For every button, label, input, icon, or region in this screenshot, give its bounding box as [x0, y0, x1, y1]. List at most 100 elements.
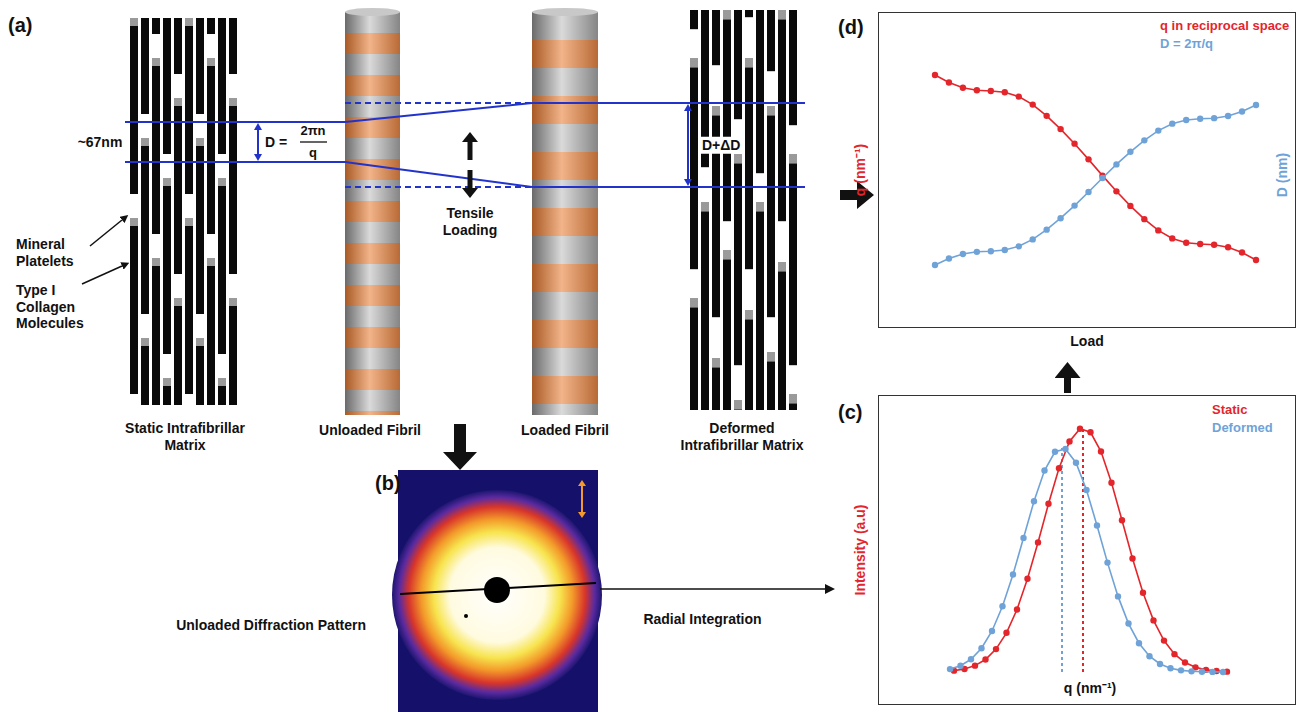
series-point: [1083, 487, 1089, 493]
fibril-band: [532, 404, 598, 415]
block-arrow: [443, 424, 477, 470]
fibril-band: [345, 138, 400, 159]
mineral-platelet: [789, 394, 797, 404]
part-label: Mineral Platelets: [16, 236, 94, 269]
diffraction-ring: [392, 490, 602, 700]
series-point: [1016, 93, 1022, 99]
series-point: [946, 255, 952, 261]
series-point: [1085, 156, 1091, 162]
axis-label: q (nm⁻¹): [1064, 680, 1116, 697]
series-point: [932, 72, 938, 78]
mineral-platelet: [690, 298, 698, 308]
mineral-platelet: [218, 178, 226, 186]
collagen-molecule: [701, 202, 709, 410]
series-point: [1127, 149, 1133, 155]
series-point: [1136, 640, 1142, 646]
collagen-matrix: [130, 18, 237, 405]
fibril-band: [532, 152, 598, 180]
dimension-label: D+ΔD: [700, 137, 742, 154]
series-point: [1057, 126, 1063, 132]
mineral-platelet: [207, 58, 215, 66]
mineral-platelet: [152, 258, 160, 266]
fibril-band: [532, 40, 598, 68]
series-point: [1016, 243, 1022, 249]
series-point: [1155, 227, 1161, 233]
series-point: [1167, 665, 1173, 671]
series-point: [1029, 236, 1035, 242]
mineral-platelet: [207, 258, 215, 266]
mineral-platelet: [778, 262, 786, 272]
fibril-band: [345, 390, 400, 411]
caption-label: Deformed Intrafibrillar Matrix: [672, 420, 812, 453]
series-point: [1169, 235, 1175, 241]
series-point: [1161, 637, 1167, 643]
mineral-platelet: [712, 106, 720, 116]
collagen-molecule: [196, 338, 204, 405]
fibril-band: [532, 320, 598, 348]
dimension-label: ~67nm: [78, 134, 123, 151]
caption-label: Unloaded Diffraction Pattern: [176, 617, 366, 634]
peak-marker: [1082, 428, 1084, 672]
mineral-platelet: [163, 178, 171, 186]
collagen-molecule: [163, 178, 171, 354]
series-point: [1119, 517, 1125, 523]
collagen-molecule: [690, 298, 698, 410]
collagen-molecule: [163, 378, 171, 405]
plot-c-series: [947, 425, 1230, 675]
series-point: [1062, 446, 1068, 452]
collagen-molecule: [723, 250, 731, 410]
fibril-cap: [532, 8, 598, 16]
mineral-platelet: [778, 10, 786, 20]
fibril-band: [532, 376, 598, 404]
peak-marker: [1061, 448, 1063, 672]
collagen-molecule: [152, 258, 160, 405]
fibril-band: [345, 411, 400, 415]
plot-panel: (d)Load: [835, 10, 1300, 362]
series-point: [1113, 161, 1119, 167]
fibril-band: [345, 348, 400, 369]
fibril-label: Unloaded Fibril: [319, 422, 421, 439]
collagen-molecule: [789, 394, 797, 410]
panel-letter: (c): [838, 401, 862, 425]
collagen-molecule: [141, 138, 149, 314]
formula-text: q: [309, 145, 317, 160]
fibril-band: [532, 180, 598, 208]
series-point: [1043, 113, 1049, 119]
series-point: [1155, 127, 1161, 133]
series-point: [1178, 667, 1184, 673]
formula-text: 2πn: [300, 123, 325, 138]
series-point: [982, 656, 988, 662]
series-point: [1169, 120, 1175, 126]
mineral-platelet: [130, 218, 138, 226]
series-point: [1183, 239, 1189, 245]
collagen-molecule: [174, 18, 182, 74]
series-point: [1052, 449, 1058, 455]
series-point: [1071, 202, 1077, 208]
series-point: [947, 666, 953, 672]
series-point: [960, 85, 966, 91]
series-point: [1253, 257, 1259, 263]
collagen-molecule: [207, 258, 215, 405]
series-point: [1253, 102, 1259, 108]
fibril-band: [345, 264, 400, 285]
period-line: [532, 102, 805, 104]
legend-entry: Static: [1212, 402, 1247, 417]
fibril-band: [532, 348, 598, 376]
mineral-platelet: [196, 138, 204, 146]
plot-d-series: [932, 72, 1259, 268]
fibril-band: [345, 54, 400, 75]
artifact: [464, 614, 468, 618]
collagen-molecule: [141, 18, 149, 114]
mineral-platelet: [185, 218, 193, 226]
period-line: [345, 162, 532, 187]
collagen-molecule: [196, 18, 204, 114]
period-line: [532, 186, 805, 188]
mineral-platelet: [185, 18, 193, 26]
period-lines: [125, 103, 805, 187]
series-point: [1225, 113, 1231, 119]
series-point: [1150, 617, 1156, 623]
mineral-platelet: [734, 154, 742, 164]
series-point: [1073, 459, 1079, 465]
collagen-molecule: [185, 218, 193, 394]
